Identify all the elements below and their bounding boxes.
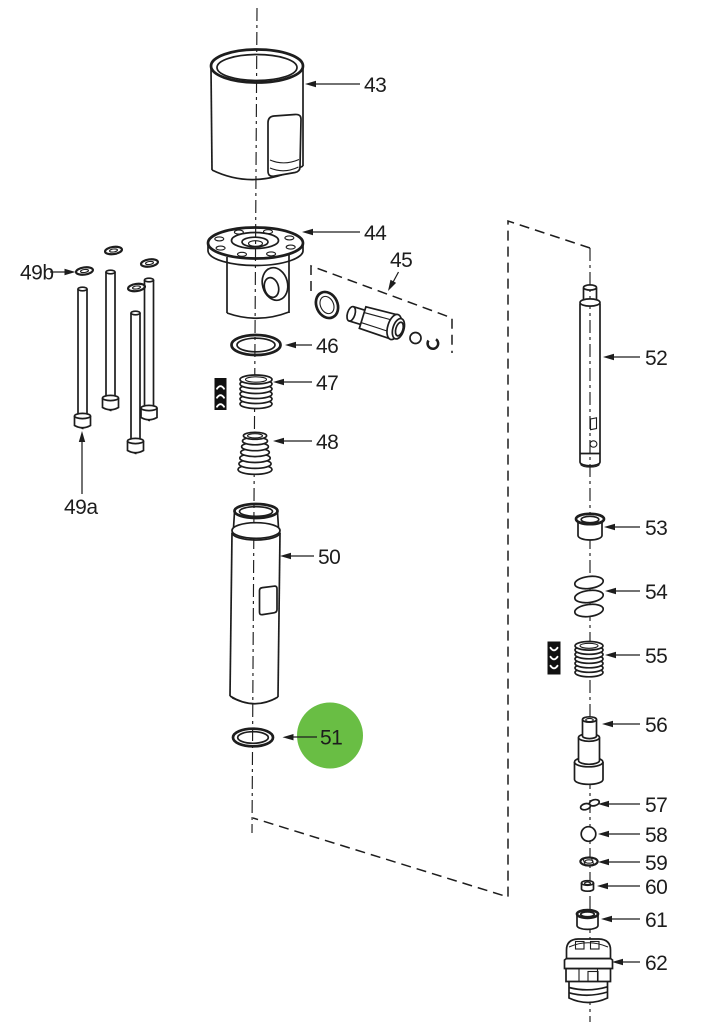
- callout-57-label[interactable]: 57: [645, 794, 668, 817]
- part-49b-drawing: [74, 245, 160, 293]
- callout-55-label[interactable]: 55: [645, 645, 668, 668]
- callout-47-label[interactable]: 47: [316, 372, 339, 395]
- callout-58-label[interactable]: 58: [645, 824, 668, 847]
- callout-57[interactable]: 57: [598, 794, 668, 817]
- part-57-drawing: [579, 798, 601, 811]
- part-54-drawing: [573, 575, 605, 618]
- callout-56-label[interactable]: 56: [645, 714, 668, 737]
- callout-53[interactable]: 53: [604, 517, 668, 540]
- callout-59-label[interactable]: 59: [645, 852, 668, 875]
- callout-49a[interactable]: 49a: [64, 431, 99, 519]
- callout-43-label[interactable]: 43: [364, 74, 387, 97]
- part-59-drawing: [579, 856, 599, 867]
- callout-44-label[interactable]: 44: [364, 222, 388, 245]
- callout-50-label[interactable]: 50: [318, 546, 341, 569]
- callout-43[interactable]: 43: [305, 74, 387, 97]
- part-52-drawing: [579, 284, 601, 468]
- callout-61-label[interactable]: 61: [645, 909, 668, 932]
- callout-60[interactable]: 60: [597, 876, 668, 899]
- callout-58[interactable]: 58: [598, 824, 668, 847]
- callout-45[interactable]: 45: [388, 249, 413, 291]
- callout-49b[interactable]: 49b: [20, 262, 76, 285]
- callout-48[interactable]: 48: [273, 431, 339, 454]
- callout-49a-label[interactable]: 49a: [64, 496, 99, 519]
- detail-boundary-52-62: [252, 219, 591, 899]
- part-58-drawing: [580, 825, 597, 843]
- callout-48-label[interactable]: 48: [316, 431, 339, 454]
- callout-45-label[interactable]: 45: [390, 249, 413, 272]
- callout-44[interactable]: 44: [302, 222, 388, 245]
- callout-50[interactable]: 50: [280, 546, 341, 569]
- part-60-drawing: [580, 879, 595, 893]
- callout-54[interactable]: 54: [605, 581, 669, 604]
- callout-51[interactable]: 51: [282, 727, 343, 750]
- detail-boundary-45: [310, 264, 453, 353]
- part-48-drawing: [237, 431, 273, 476]
- part-44-drawing: [206, 226, 305, 320]
- callout-47[interactable]: 47: [273, 372, 339, 395]
- part-56-drawing: [573, 715, 604, 786]
- part-51-drawing: [231, 727, 275, 748]
- callout-51-label[interactable]: 51: [320, 727, 343, 750]
- callout-52[interactable]: 52: [603, 347, 668, 370]
- callout-59[interactable]: 59: [598, 852, 668, 875]
- part-43-drawing: [209, 48, 305, 181]
- part-55-drawing: [574, 640, 604, 678]
- grease-marker-55-icon: [547, 641, 561, 675]
- part-47-drawing: [239, 374, 273, 410]
- callout-62-label[interactable]: 62: [645, 952, 668, 975]
- part-46-drawing: [230, 333, 282, 357]
- callout-56[interactable]: 56: [602, 714, 668, 737]
- callout-62[interactable]: 62: [612, 952, 668, 975]
- part-49a-drawing: [73, 269, 158, 455]
- centerline-main: [251, 7, 258, 834]
- circlip-icon: [426, 338, 440, 351]
- callout-60-label[interactable]: 60: [645, 876, 668, 899]
- callout-46-label[interactable]: 46: [316, 335, 339, 358]
- part-62-drawing: [563, 938, 614, 1004]
- callout-46[interactable]: 46: [285, 335, 339, 358]
- grease-marker-47-icon: [214, 378, 227, 410]
- part-50-drawing: [229, 502, 281, 705]
- part-61-drawing: [575, 908, 600, 931]
- callout-52-label[interactable]: 52: [645, 347, 668, 370]
- callout-53-label[interactable]: 53: [645, 517, 668, 540]
- callout-49b-label[interactable]: 49b: [20, 262, 54, 285]
- callout-61[interactable]: 61: [601, 909, 668, 932]
- callout-55[interactable]: 55: [605, 645, 668, 668]
- highlight-circle-51[interactable]: [297, 702, 363, 769]
- part-53-drawing: [574, 512, 606, 541]
- callout-54-label[interactable]: 54: [645, 581, 669, 604]
- part-45-drawing: [314, 290, 440, 351]
